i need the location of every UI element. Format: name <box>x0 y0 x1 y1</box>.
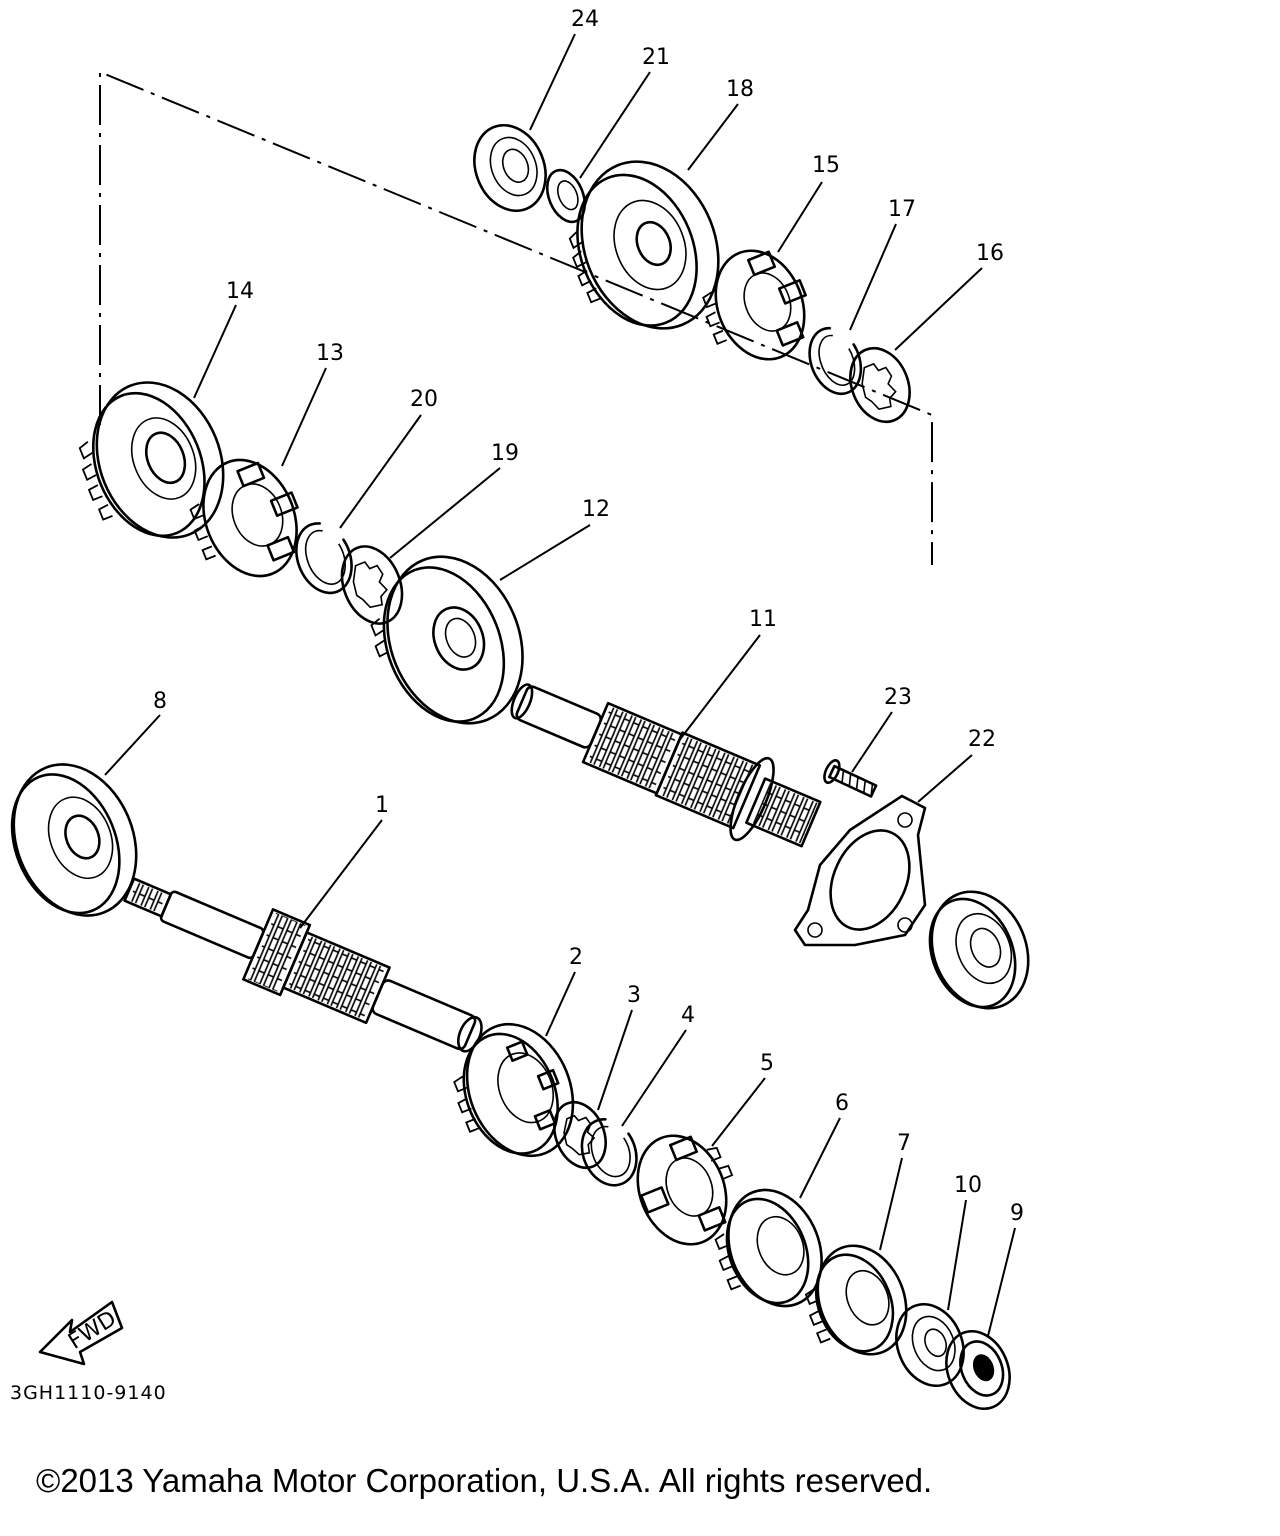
label-9: 9 <box>1010 1201 1024 1226</box>
leader-lines <box>104 33 1016 1337</box>
forward-arrow-icon: FWD <box>38 1300 124 1366</box>
label-1: 1 <box>375 793 389 818</box>
part-16-toothed-washer <box>849 346 911 424</box>
label-14: 14 <box>226 279 254 304</box>
part-17-circlip <box>808 326 863 396</box>
label-12: 12 <box>582 497 610 522</box>
part-6-gear <box>714 1188 823 1308</box>
label-21: 21 <box>642 45 670 70</box>
part-12-gear <box>370 555 524 725</box>
part-24-bearing <box>473 123 547 213</box>
part-1-shaft <box>123 877 483 1053</box>
bearing-right <box>928 890 1030 1010</box>
fwd-label: FWD <box>64 1306 121 1354</box>
part-5-gear <box>636 1134 734 1246</box>
label-4: 4 <box>681 1003 695 1028</box>
diagram-code: 3GH1110-9140 <box>10 1382 167 1404</box>
part-11-shaft <box>510 683 822 848</box>
part-13-gear <box>189 458 299 578</box>
copyright-notice: ©2013 Yamaha Motor Corporation, U.S.A. A… <box>36 1462 933 1499</box>
part-2-gear <box>453 1022 575 1158</box>
label-20: 20 <box>410 387 438 412</box>
label-11: 11 <box>749 607 777 632</box>
assembly-guide-lines <box>99 70 933 565</box>
part-14-gear <box>78 381 225 539</box>
label-18: 18 <box>726 77 754 102</box>
label-10: 10 <box>954 1173 982 1198</box>
label-19: 19 <box>491 441 519 466</box>
label-3: 3 <box>627 983 641 1008</box>
part-7-gear <box>804 1244 908 1356</box>
part-21-washer <box>545 168 587 224</box>
label-17: 17 <box>888 197 916 222</box>
part-number-labels: 24 21 18 15 17 16 14 13 20 19 12 11 8 23… <box>153 7 1024 1226</box>
part-10-bearing <box>895 1302 965 1388</box>
label-23: 23 <box>884 685 912 710</box>
part-8-bearing <box>10 763 138 917</box>
part-3-toothed-washer <box>553 1100 607 1170</box>
label-2: 2 <box>569 945 583 970</box>
part-4-circlip <box>580 1118 638 1187</box>
label-24: 24 <box>571 7 599 32</box>
label-5: 5 <box>760 1051 774 1076</box>
part-18-gear <box>568 160 720 330</box>
label-22: 22 <box>968 727 996 752</box>
part-15-gear <box>702 249 807 361</box>
part-22-plate <box>793 794 927 947</box>
label-13: 13 <box>316 341 344 366</box>
part-20-circlip <box>295 522 353 595</box>
part-23-bolt <box>823 759 878 798</box>
label-16: 16 <box>976 241 1004 266</box>
label-7: 7 <box>897 1131 911 1156</box>
label-8: 8 <box>153 689 167 714</box>
label-6: 6 <box>835 1091 849 1116</box>
label-15: 15 <box>812 153 840 178</box>
part-9-oil-seal <box>945 1329 1011 1411</box>
